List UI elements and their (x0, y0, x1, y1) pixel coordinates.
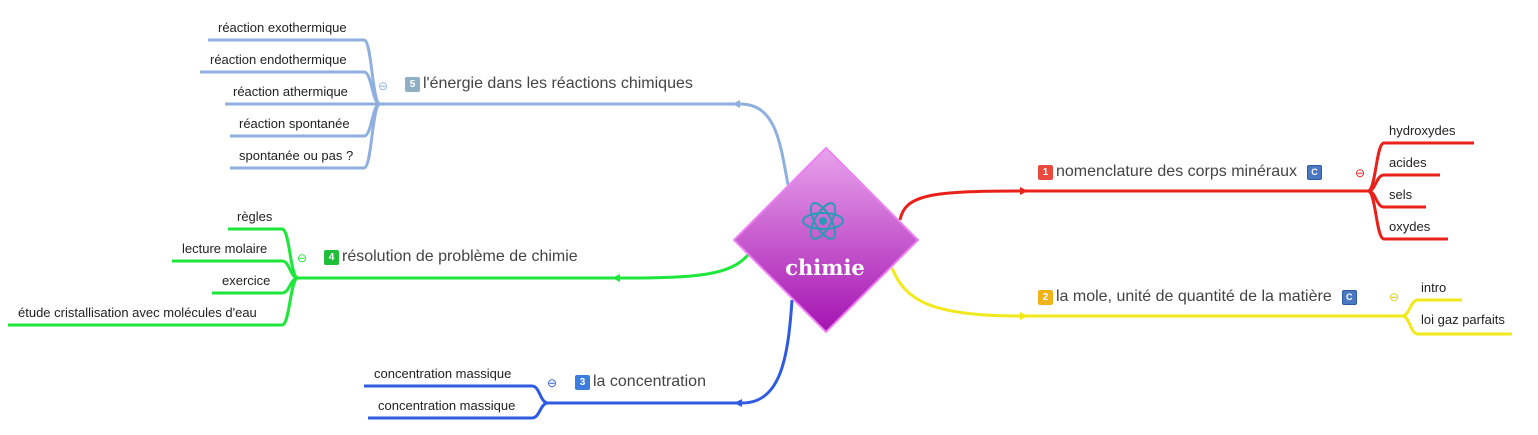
collapse-icon[interactable]: ⊖ (297, 251, 308, 265)
topic-label: la concentration (593, 373, 706, 390)
subtopic-label[interactable]: hydroxydes (1389, 123, 1456, 138)
subtopic-label[interactable]: réaction spontanée (239, 116, 350, 131)
topic-number-badge: 1 (1038, 164, 1053, 180)
branch-5-arrow (732, 100, 740, 108)
subtopic-label[interactable]: intro (1421, 280, 1447, 295)
branch-3-connectors (364, 299, 794, 420)
topic-energie[interactable]: 5 l'énergie dans les réactions chimiques (405, 74, 693, 94)
branch-4-arrow (612, 274, 620, 282)
subtopic-label[interactable]: exercice (222, 273, 271, 288)
subtopic-label[interactable]: spontanée ou pas ? (239, 148, 354, 163)
branch-2-connectors (890, 267, 1512, 336)
topic-label: nomenclature des corps minéraux (1056, 163, 1298, 180)
subtopic-label[interactable]: étude cristallisation avec molécules d'e… (18, 305, 257, 320)
topic-label: la mole, unité de quantité de la matière (1056, 288, 1332, 305)
subtopic-label[interactable]: concentration massique (374, 366, 512, 381)
collapse-icon[interactable]: ⊖ (547, 376, 558, 390)
topic-concentration[interactable]: 3 la concentration (575, 372, 706, 392)
topic-nomenclature[interactable]: 1 nomenclature des corps minéraux C (1038, 162, 1323, 182)
subtopic-label[interactable]: oxydes (1389, 219, 1431, 234)
subtopic-label[interactable]: règles (237, 209, 273, 224)
center-topic[interactable] (732, 146, 920, 334)
branch-5-connectors (200, 38, 790, 186)
topic-label: l'énergie dans les réactions chimiques (423, 75, 693, 92)
atom-icon (802, 202, 844, 240)
subtopic-label[interactable]: réaction exothermique (218, 20, 347, 35)
subtopic-label[interactable]: acides (1389, 155, 1427, 170)
course-badge-icon[interactable]: C (1307, 164, 1323, 180)
center-topic-label[interactable]: chimie (785, 255, 865, 280)
subtopic-label[interactable]: concentration massique (378, 398, 516, 413)
topic-number-badge: 5 (405, 76, 420, 92)
collapse-icon[interactable]: ⊖ (1389, 290, 1400, 304)
topic-number-badge: 4 (324, 249, 339, 265)
subtopic-label[interactable]: réaction athermique (233, 84, 348, 99)
collapse-icon[interactable]: ⊖ (378, 79, 389, 93)
course-badge-icon[interactable]: C (1341, 289, 1357, 305)
topic-label: résolution de problème de chimie (342, 248, 578, 265)
branch-2-arrow (1020, 312, 1028, 320)
branch-1-arrow (1020, 187, 1028, 195)
topic-number-badge: 3 (575, 374, 590, 390)
branch-1-connectors (898, 141, 1474, 241)
subtopic-label[interactable]: sels (1389, 187, 1413, 202)
subtopic-label[interactable]: réaction endothermique (210, 52, 347, 67)
topic-number-badge: 2 (1038, 289, 1053, 305)
topic-mole[interactable]: 2 la mole, unité de quantité de la matiè… (1038, 287, 1357, 307)
subtopic-label[interactable]: loi gaz parfaits (1421, 312, 1505, 327)
branch-4-connectors (8, 227, 750, 327)
topic-resolution[interactable]: 4 résolution de problème de chimie (324, 247, 578, 267)
collapse-icon[interactable]: ⊖ (1355, 166, 1366, 180)
branch-3-arrow (734, 399, 742, 407)
subtopic-label[interactable]: lecture molaire (182, 241, 268, 256)
